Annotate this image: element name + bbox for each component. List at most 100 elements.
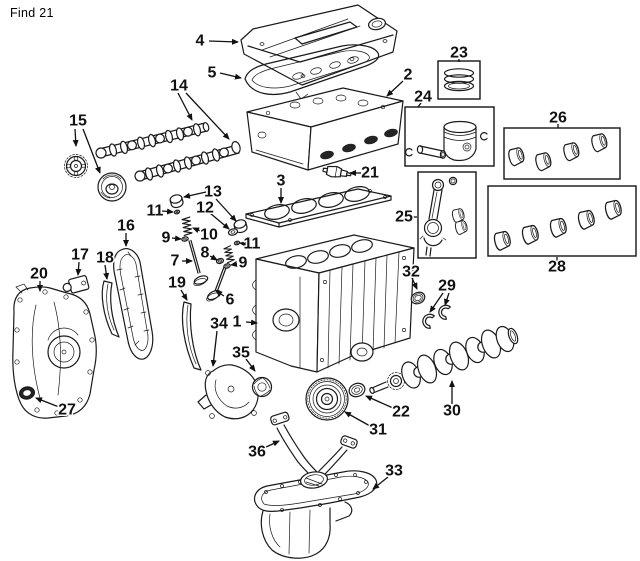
cylinder-block-drawing	[252, 234, 415, 373]
callout-line-crankshaft-pulley	[344, 411, 371, 427]
part-label-camshaft-sprocket: 15	[69, 113, 87, 130]
part-label-chain-guide: 18	[96, 250, 114, 267]
crankshaft-drawing	[369, 325, 519, 395]
part-label-spring-retainer: 12	[196, 200, 214, 217]
callout-line-valve-cover	[208, 38, 239, 45]
intake-valve-drawing	[188, 239, 209, 286]
thrust-washers-drawing	[420, 302, 452, 330]
callout-line-camshafts-1	[177, 92, 193, 121]
part-label-valve-keeper-exhaust: 11	[244, 236, 261, 253]
part-label-crankshaft-pulley: 31	[369, 422, 387, 439]
chain-tensioner-drawing	[62, 275, 90, 294]
part-label-oil-pickup-tube: 36	[248, 444, 266, 461]
camshaft-intake-drawing	[134, 141, 241, 182]
part-label-head-gasket: 3	[277, 173, 286, 190]
part-label-oil-seal: 32	[402, 264, 420, 281]
part-label-chain-tensioner: 17	[71, 247, 89, 264]
valve-spring-2	[223, 245, 236, 264]
part-label-valve-stem-seal: 8	[201, 245, 210, 262]
spark-plug-drawing	[322, 165, 352, 178]
part-label-valve-spring: 10	[200, 227, 218, 244]
cam-sprocket-drawing	[64, 154, 88, 178]
part-label-timing-cover: 20	[30, 266, 48, 283]
part-label-cylinder-head: 2	[404, 67, 413, 84]
part-label-valve-cover: 4	[196, 33, 205, 50]
callout-line-valve-cover-gasket	[219, 72, 242, 80]
part-label-oil-pump-rotor: 35	[232, 345, 250, 362]
oil-pump-rotor-drawing	[251, 376, 273, 398]
wrist-pin-drawing	[416, 145, 447, 159]
timing-chain-drawing	[113, 248, 154, 360]
callout-line-valve-spring	[192, 227, 204, 234]
keeper-1	[173, 209, 181, 215]
pin-snap-ring-right	[480, 132, 488, 141]
callout-line-chain-tensioner	[75, 261, 82, 276]
callout-line-camshaft-sprocket-1	[72, 128, 79, 147]
timing-cover-drawing	[12, 283, 97, 419]
part-label-cover-oil-seal: 27	[58, 402, 76, 419]
callout-line-oil-seal	[411, 277, 418, 290]
part-label-intake-valve: 7	[171, 253, 180, 270]
crankshaft-pulley-drawing	[305, 377, 349, 421]
camshaft-exhaust-drawing	[95, 122, 210, 159]
part-label-oil-pump-body: 34	[210, 316, 228, 333]
tensioner-guide-drawing	[181, 301, 202, 371]
callout-line-valve-lifter-2	[215, 198, 237, 222]
cover-oil-seal-drawing	[18, 386, 36, 400]
main-bearing-set-box	[487, 185, 637, 257]
part-label-exhaust-valve: 6	[226, 292, 235, 309]
part-label-rod-bearing-set: 26	[549, 110, 567, 127]
oil-seal-32-drawing	[410, 291, 426, 305]
valve-lifter-1	[168, 192, 185, 210]
callout-line-thrust-washers-1	[429, 292, 444, 313]
callout-line-valve-lifter-1	[183, 191, 207, 199]
oil-pan-drawing	[254, 470, 378, 559]
callout-line-valve-keeper-exhaust	[239, 241, 247, 247]
part-label-thrust-washers: 29	[438, 278, 456, 295]
callout-line-oil-pickup-tube	[263, 440, 280, 449]
callout-line-valve-keeper-intake	[161, 208, 174, 215]
callout-line-camshafts-2	[185, 92, 230, 140]
chain-guide-drawing	[101, 280, 120, 338]
exhaust-valve-drawing	[206, 266, 227, 302]
part-label-spring-seat-intake: 9	[162, 230, 171, 247]
callout-line-spring-seat-exhaust	[230, 261, 238, 267]
part-label-valve-lifter: 13	[204, 184, 222, 201]
callout-line-chain-guide	[103, 264, 110, 280]
part-label-camshafts: 14	[170, 78, 188, 95]
part-label-valve-keeper-intake: 11	[147, 203, 164, 220]
valve-cover-drawing	[240, 4, 398, 86]
callout-line-exhaust-valve	[215, 290, 225, 297]
pin-snap-ring-left	[405, 148, 413, 157]
part-label-timing-chain: 16	[117, 218, 135, 235]
callout-line-oil-pan	[372, 476, 389, 490]
rod-bearing-set-box	[503, 127, 621, 180]
part-label-cylinder-block: 1	[233, 314, 242, 331]
crankshaft-seal-drawing	[348, 382, 366, 398]
spring-seat-1	[180, 235, 190, 243]
part-label-oil-pan: 33	[385, 463, 403, 480]
piston-rings-kit-box	[437, 60, 481, 100]
part-label-connecting-rod: 25	[395, 209, 413, 226]
part-label-crankshaft: 30	[443, 403, 461, 420]
callout-line-spring-seat-intake	[171, 235, 182, 242]
callout-line-cover-oil-seal	[35, 397, 60, 408]
part-label-spring-seat-exhaust: 9	[239, 255, 248, 272]
callout-line-piston	[417, 102, 422, 108]
callout-line-oil-pump-rotor	[245, 358, 256, 372]
callout-line-cylinder-head	[386, 80, 404, 97]
part-label-crankshaft-seal: 22	[392, 404, 410, 421]
keeper-2	[233, 240, 241, 246]
callout-line-tensioner-guide	[180, 289, 188, 301]
part-label-spark-plug: 21	[361, 165, 379, 182]
oil-pickup-drawing	[270, 411, 358, 489]
connecting-rod-drawing	[419, 178, 447, 257]
piston-kit-box	[404, 106, 495, 167]
spring-seat-2	[222, 262, 232, 270]
head-gasket-drawing	[245, 186, 392, 228]
cylinder-head-drawing	[246, 87, 404, 171]
valve-spring-1	[181, 216, 193, 237]
